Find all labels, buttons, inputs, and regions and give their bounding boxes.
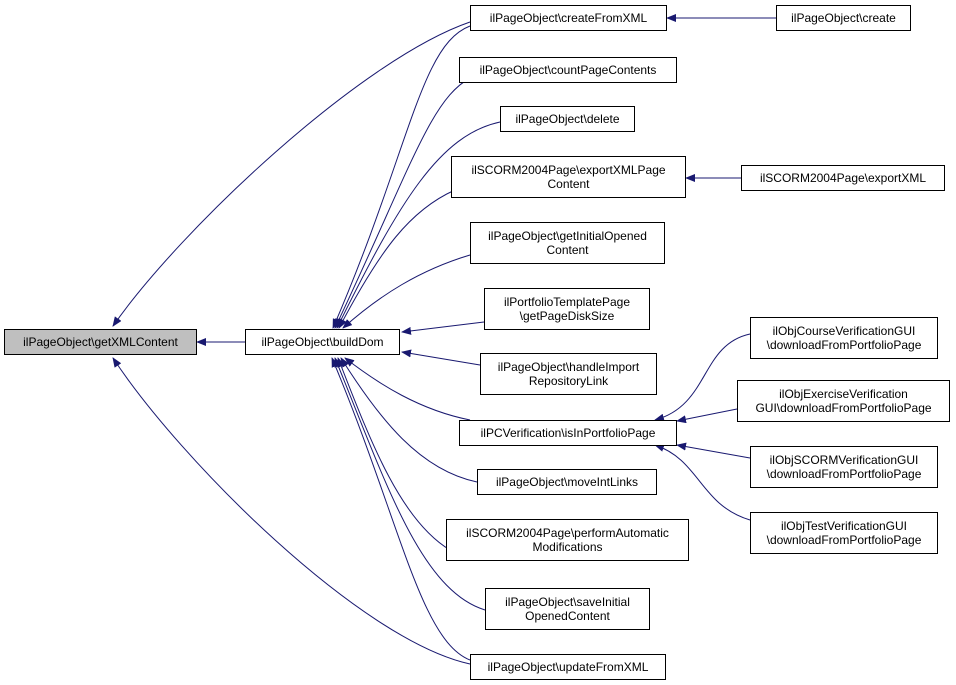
node-label-line-1: ilObjExerciseVerification: [779, 387, 908, 401]
edge-scormVerification-to-isInPortfolioPage: [676, 442, 751, 459]
node-label: ilPageObject\create: [791, 11, 896, 25]
node-label-line-2: Content: [547, 177, 590, 191]
node-label-line-1: ilPageObject\handleImport: [497, 360, 640, 374]
node-delete[interactable]: ilPageObject\delete: [500, 106, 635, 132]
node-create[interactable]: ilPageObject\create: [776, 5, 911, 31]
edge-testVerification-to-isInPortfolioPage: [654, 444, 751, 521]
node-label: ilSCORM2004Page\exportXML: [759, 171, 927, 185]
node-label: ilPageObject\getXMLContent: [23, 335, 178, 349]
node-label-line-2: GUI\downloadFromPortfolioPage: [755, 401, 932, 415]
edge-createFromXML-to-buildDom: [332, 25, 471, 329]
node-label-line-1: ilPageObject\saveInitial: [505, 595, 630, 609]
node-scormVerification[interactable]: ilObjSCORMVerificationGUI \downloadFromP…: [750, 446, 938, 488]
edge-moveIntLinks-to-buildDom: [340, 357, 478, 483]
node-label-line-2: \downloadFromPortfolioPage: [766, 533, 922, 547]
node-exportXMLPageContent[interactable]: ilSCORM2004Page\exportXMLPage Content: [451, 156, 686, 198]
edge-getInitialOpenedContent-to-buildDom: [342, 254, 471, 329]
edge-createFromXML-to-getXMLContent: [112, 21, 471, 327]
node-countPageContents[interactable]: ilPageObject\countPageContents: [459, 57, 677, 83]
edge-saveInitialOpenedContent-to-buildDom: [334, 357, 486, 611]
edge-delete-to-buildDom: [336, 121, 501, 329]
edge-getPageDiskSize-to-buildDom: [401, 321, 485, 335]
edge-performAutomaticModifications-to-buildDom: [337, 357, 451, 551]
edge-countPageContents-to-buildDom: [334, 77, 471, 329]
node-isInPortfolioPage[interactable]: ilPCVerification\isInPortfolioPage: [459, 420, 677, 446]
edge-isInPortfolioPage-to-buildDom: [344, 357, 471, 421]
node-label-line-1: ilObjTestVerificationGUI: [780, 519, 908, 533]
edge-updateFromXML-to-buildDom: [331, 357, 471, 661]
node-label-line-1: ilSCORM2004Page\exportXMLPage: [471, 163, 666, 177]
node-testVerification[interactable]: ilObjTestVerificationGUI \downloadFromPo…: [750, 512, 938, 554]
node-label-line-2: \getPageDiskSize: [519, 309, 615, 323]
edge-courseVerification-to-isInPortfolioPage: [654, 333, 751, 422]
node-moveIntLinks[interactable]: ilPageObject\moveIntLinks: [477, 469, 657, 495]
node-label-line-2: RepositoryLink: [528, 374, 609, 388]
node-label-line-1: ilObjSCORMVerificationGUI: [769, 453, 919, 467]
edge-exportXMLPageContent-to-buildDom: [338, 189, 456, 329]
edge-updateFromXML-to-getXMLContent: [112, 357, 471, 665]
node-courseVerification[interactable]: ilObjCourseVerificationGUI \downloadFrom…: [750, 317, 938, 359]
node-buildDom[interactable]: ilPageObject\buildDom: [245, 329, 400, 355]
node-label: ilPageObject\updateFromXML: [487, 660, 649, 674]
node-updateFromXML[interactable]: ilPageObject\updateFromXML: [470, 654, 666, 680]
node-saveInitialOpenedContent[interactable]: ilPageObject\saveInitial OpenedContent: [485, 588, 650, 630]
node-label: ilPageObject\delete: [515, 112, 620, 126]
node-label-line-1: ilPortfolioTemplatePage: [503, 295, 631, 309]
node-label-line-2: OpenedContent: [525, 609, 610, 623]
node-label-line-2: \downloadFromPortfolioPage: [766, 338, 922, 352]
node-label-line-1: ilPageObject\getInitialOpened: [488, 229, 647, 243]
node-label-line-1: ilObjCourseVerificationGUI: [772, 324, 916, 338]
node-createFromXML[interactable]: ilPageObject\createFromXML: [470, 5, 667, 31]
node-label: ilPageObject\buildDom: [261, 335, 384, 349]
node-label-line-2: \downloadFromPortfolioPage: [766, 467, 922, 481]
node-exportXML[interactable]: ilSCORM2004Page\exportXML: [741, 165, 945, 191]
node-label-line-2: Content: [546, 243, 589, 257]
node-exerciseVerification[interactable]: ilObjExerciseVerification GUI\downloadFr…: [737, 380, 950, 422]
node-label: ilPCVerification\isInPortfolioPage: [480, 426, 656, 440]
node-performAutomaticModifications[interactable]: ilSCORM2004Page\performAutomatic Modific…: [446, 519, 689, 561]
edge-handleImportRepositoryLink-to-buildDom: [401, 349, 481, 366]
node-label: ilPageObject\countPageContents: [479, 63, 657, 77]
edge-exerciseVerification-to-isInPortfolioPage: [676, 408, 738, 424]
node-getPageDiskSize[interactable]: ilPortfolioTemplatePage \getPageDiskSize: [484, 288, 650, 330]
node-label: ilPageObject\moveIntLinks: [495, 475, 639, 489]
node-handleImportRepositoryLink[interactable]: ilPageObject\handleImport RepositoryLink: [480, 353, 657, 395]
node-getXMLContent: ilPageObject\getXMLContent: [4, 329, 197, 355]
node-label: ilPageObject\createFromXML: [489, 11, 648, 25]
node-label-line-1: ilSCORM2004Page\performAutomatic: [466, 526, 669, 540]
node-getInitialOpenedContent[interactable]: ilPageObject\getInitialOpened Content: [470, 222, 665, 264]
node-label-line-2: Modifications: [532, 540, 603, 554]
